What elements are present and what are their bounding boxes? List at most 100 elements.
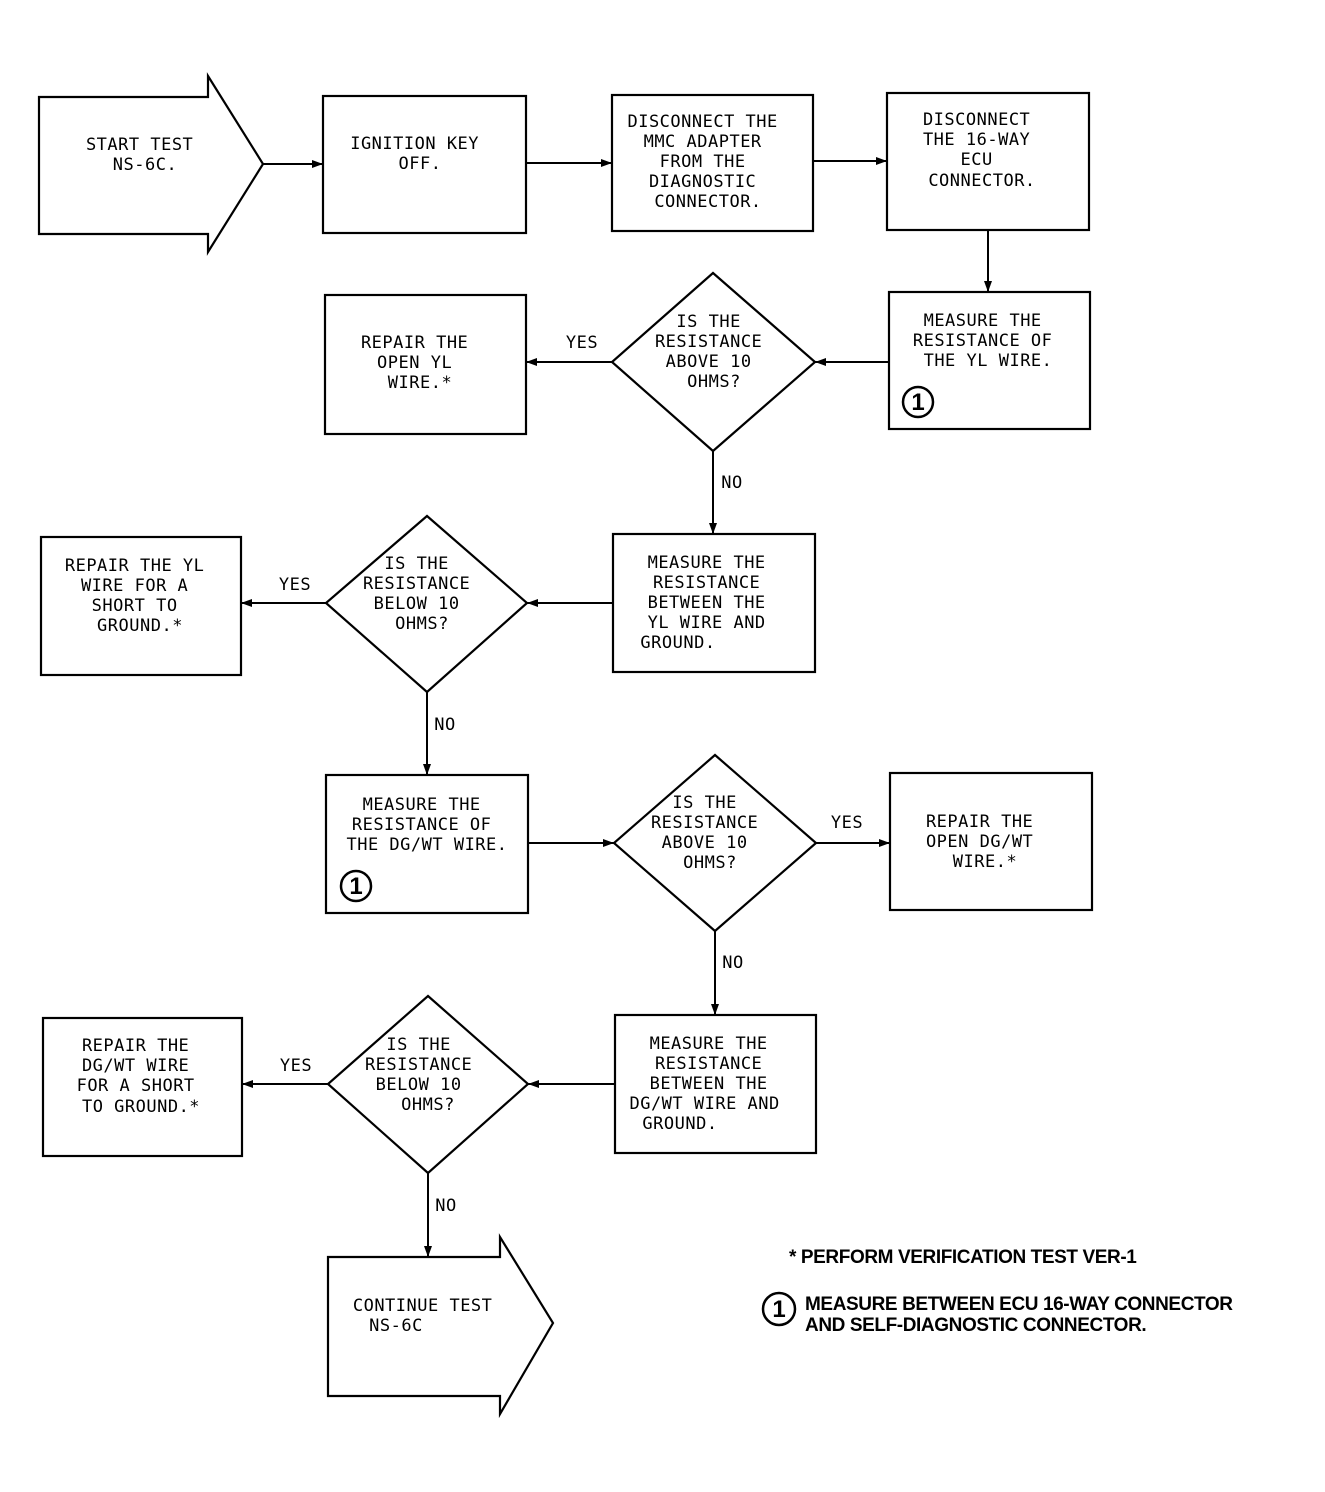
- measure-dgwt-ground-line-2: RESISTANCE: [655, 1054, 762, 1074]
- legend: * PERFORM VERIFICATION TEST VER-1 1 MEAS…: [761, 1247, 1234, 1336]
- decision-dgwt-above-10: IS THE RESISTANCE ABOVE 10 OHMS?: [612, 753, 818, 933]
- svg-text:DISCONNECT THE MMC ADAPT: DISCONNECT THE MMC ADAPTER FROM THE DIAG…: [627, 112, 788, 212]
- ignition-line-1: IGNITION KEY: [350, 134, 479, 154]
- repair-yl-short-box: REPAIR THE YL WIRE FOR A SHORT TO GROUND…: [39, 535, 243, 677]
- repair-open-yl-line-2: OPEN YL: [377, 353, 452, 373]
- continue-test-arrow: CONTINUE TEST NS-6C: [326, 1233, 555, 1419]
- start-line-2: NS-6C.: [113, 155, 177, 175]
- svg-text:DISCONNECT THE 16-WAY: DISCONNECT THE 16-WAY ECU CONNECTOR.: [923, 110, 1041, 191]
- measure-dgwt-line-2: RESISTANCE OF: [352, 815, 492, 835]
- decision-dgwt-below-line-1: IS THE: [386, 1035, 450, 1055]
- start-line-1: START TEST: [86, 135, 193, 155]
- repair-dgwt-short-box: REPAIR THE DG/WT WIRE FOR A SHORT TO GRO…: [41, 1016, 244, 1158]
- measure-dgwt-wire-box: MEASURE THE RESISTANCE OF THE DG/WT WIRE…: [324, 773, 530, 915]
- disconnect-mmc-line-4: DIAGNOSTIC: [649, 172, 756, 192]
- repair-yl-short-line-4: GROUND.*: [97, 616, 183, 636]
- svg-text:IS THE RESISTANCE: IS THE RESISTANCE BELOW 10 OHMS?: [363, 554, 481, 634]
- yes-label: YES: [831, 813, 863, 833]
- measure-dgwt-line-1: MEASURE THE: [363, 795, 481, 815]
- svg-text:REPAIR THE DG/WT WIRE: REPAIR THE DG/WT WIRE FOR A SHORT TO GRO…: [77, 1036, 206, 1117]
- measure-yl-wire-box: MEASURE THE RESISTANCE OF THE YL WIRE. 1: [887, 290, 1092, 431]
- svg-text:MEASURE THE RESISTANCE: MEASURE THE RESISTANCE BETWEEN THE DG/WT…: [629, 1034, 790, 1134]
- repair-open-dgwt-box: REPAIR THE OPEN DG/WT WIRE.*: [888, 771, 1094, 912]
- measure-yl-ground-line-2: RESISTANCE: [653, 573, 760, 593]
- disconnect-mmc-line-3: FROM THE: [660, 152, 746, 172]
- step-1-marker: 1: [901, 385, 935, 419]
- disconnect-mmc-line-1: DISCONNECT THE: [627, 112, 777, 132]
- repair-dgwt-short-line-3: FOR A SHORT: [77, 1076, 195, 1096]
- measure-yl-ground-line-1: MEASURE THE: [648, 553, 766, 573]
- decision-yl-above-10: IS THE RESISTANCE ABOVE 10 OHMS?: [610, 271, 817, 453]
- svg-text:MEASURE THE RESISTANCE: MEASURE THE RESISTANCE BETWEEN THE YL WI…: [640, 553, 776, 653]
- decision-dgwt-above-line-2: RESISTANCE: [651, 813, 758, 833]
- svg-text:1: 1: [911, 389, 924, 416]
- repair-dgwt-short-line-4: TO GROUND.*: [82, 1097, 200, 1117]
- decision-yl-above-line-3: ABOVE 10: [666, 352, 752, 372]
- svg-text:START TEST NS-6C.: START TEST NS-6C.: [86, 135, 204, 175]
- svg-text:1: 1: [349, 873, 362, 900]
- legend-measure-note-line-2: AND SELF-DIAGNOSTIC CONNECTOR.: [805, 1315, 1146, 1336]
- measure-yl-line-2: RESISTANCE OF: [913, 331, 1053, 351]
- decision-yl-below-line-4: OHMS?: [395, 614, 449, 634]
- decision-yl-below-line-3: BELOW 10: [374, 594, 460, 614]
- repair-open-dgwt-line-3: WIRE.*: [953, 852, 1017, 872]
- svg-text:IS THE RESISTANCE: IS THE RESISTANCE ABOVE 10 OHMS?: [655, 312, 773, 392]
- repair-open-dgwt-line-1: REPAIR THE: [926, 812, 1033, 832]
- decision-dgwt-above-line-1: IS THE: [672, 793, 736, 813]
- disconnect-ecu-line-2: THE 16-WAY: [923, 130, 1030, 150]
- yes-label: YES: [279, 575, 311, 595]
- decision-dgwt-below-line-4: OHMS?: [401, 1095, 455, 1115]
- edge-labels: YES NO YES NO YES NO YES NO: [279, 333, 863, 1216]
- svg-text:MEASURE THE RESISTANCE O: MEASURE THE RESISTANCE OF THE YL WIRE.: [913, 311, 1063, 371]
- start-test-arrow: START TEST NS-6C.: [37, 72, 265, 256]
- svg-text:REPAIR THE OPEN DG/WT: REPAIR THE OPEN DG/WT WIRE.*: [926, 812, 1044, 872]
- measure-yl-line-1: MEASURE THE: [924, 311, 1042, 331]
- decision-yl-below-line-1: IS THE: [384, 554, 448, 574]
- svg-text:CONTINUE TEST NS-6C: CONTINUE TEST NS-6C: [353, 1296, 503, 1336]
- measure-dgwt-ground-box: MEASURE THE RESISTANCE BETWEEN THE DG/WT…: [613, 1013, 818, 1155]
- svg-text:1: 1: [772, 1296, 785, 1323]
- measure-dgwt-line-3: THE DG/WT WIRE.: [346, 835, 507, 855]
- svg-text:MEASURE THE RESISTANCE O: MEASURE THE RESISTANCE OF THE DG/WT WIRE…: [346, 795, 507, 855]
- decision-dgwt-below-line-2: RESISTANCE: [365, 1055, 472, 1075]
- disconnect-ecu-connector-box: DISCONNECT THE 16-WAY ECU CONNECTOR.: [885, 91, 1091, 232]
- no-label: NO: [721, 473, 742, 493]
- disconnect-ecu-line-1: DISCONNECT: [923, 110, 1030, 130]
- measure-dgwt-ground-line-5: GROUND.: [642, 1114, 717, 1134]
- measure-yl-ground-line-3: BETWEEN THE: [648, 593, 766, 613]
- svg-text:IS THE RESISTANCE: IS THE RESISTANCE BELOW 10 OHMS?: [365, 1035, 483, 1115]
- decision-dgwt-below-line-3: BELOW 10: [376, 1075, 462, 1095]
- measure-dgwt-ground-line-3: BETWEEN THE: [650, 1074, 768, 1094]
- decision-yl-above-line-2: RESISTANCE: [655, 332, 762, 352]
- ignition-line-2: OFF.: [399, 154, 442, 174]
- step-1-marker: 1: [339, 869, 373, 903]
- repair-yl-short-line-2: WIRE FOR A: [81, 576, 188, 596]
- measure-yl-ground-box: MEASURE THE RESISTANCE BETWEEN THE YL WI…: [611, 532, 817, 674]
- continue-line-1: CONTINUE TEST: [353, 1296, 493, 1316]
- legend-verification-note: * PERFORM VERIFICATION TEST VER-1: [789, 1247, 1137, 1268]
- ignition-key-off-box: IGNITION KEY OFF.: [321, 94, 528, 235]
- connectors: [241, 157, 992, 1257]
- measure-yl-ground-line-4: YL WIRE AND: [648, 613, 766, 633]
- repair-open-yl-line-1: REPAIR THE: [361, 333, 468, 353]
- disconnect-mmc-line-2: MMC ADAPTER: [644, 132, 762, 152]
- decision-yl-above-line-4: OHMS?: [687, 372, 741, 392]
- repair-yl-short-line-1: REPAIR THE YL: [65, 556, 205, 576]
- measure-dgwt-ground-line-4: DG/WT WIRE AND: [629, 1094, 779, 1114]
- svg-text:REPAIR THE OPEN YL: REPAIR THE OPEN YL WIRE.*: [361, 333, 479, 393]
- no-label: NO: [434, 715, 455, 735]
- repair-open-yl-line-3: WIRE.*: [388, 373, 452, 393]
- disconnect-mmc-line-5: CONNECTOR.: [654, 192, 761, 212]
- svg-text:IS THE RESISTANCE: IS THE RESISTANCE ABOVE 10 OHMS?: [651, 793, 769, 873]
- no-label: NO: [435, 1196, 456, 1216]
- disconnect-mmc-adapter-box: DISCONNECT THE MMC ADAPTER FROM THE DIAG…: [610, 93, 815, 233]
- yes-label: YES: [280, 1056, 312, 1076]
- legend-step-1-marker: 1: [761, 1291, 797, 1327]
- yes-label: YES: [566, 333, 598, 353]
- decision-dgwt-below-10: IS THE RESISTANCE BELOW 10 OHMS?: [326, 994, 530, 1175]
- repair-dgwt-short-line-1: REPAIR THE: [82, 1036, 189, 1056]
- continue-line-2: NS-6C: [369, 1316, 423, 1336]
- no-label: NO: [722, 953, 743, 973]
- repair-yl-short-line-3: SHORT TO: [92, 596, 178, 616]
